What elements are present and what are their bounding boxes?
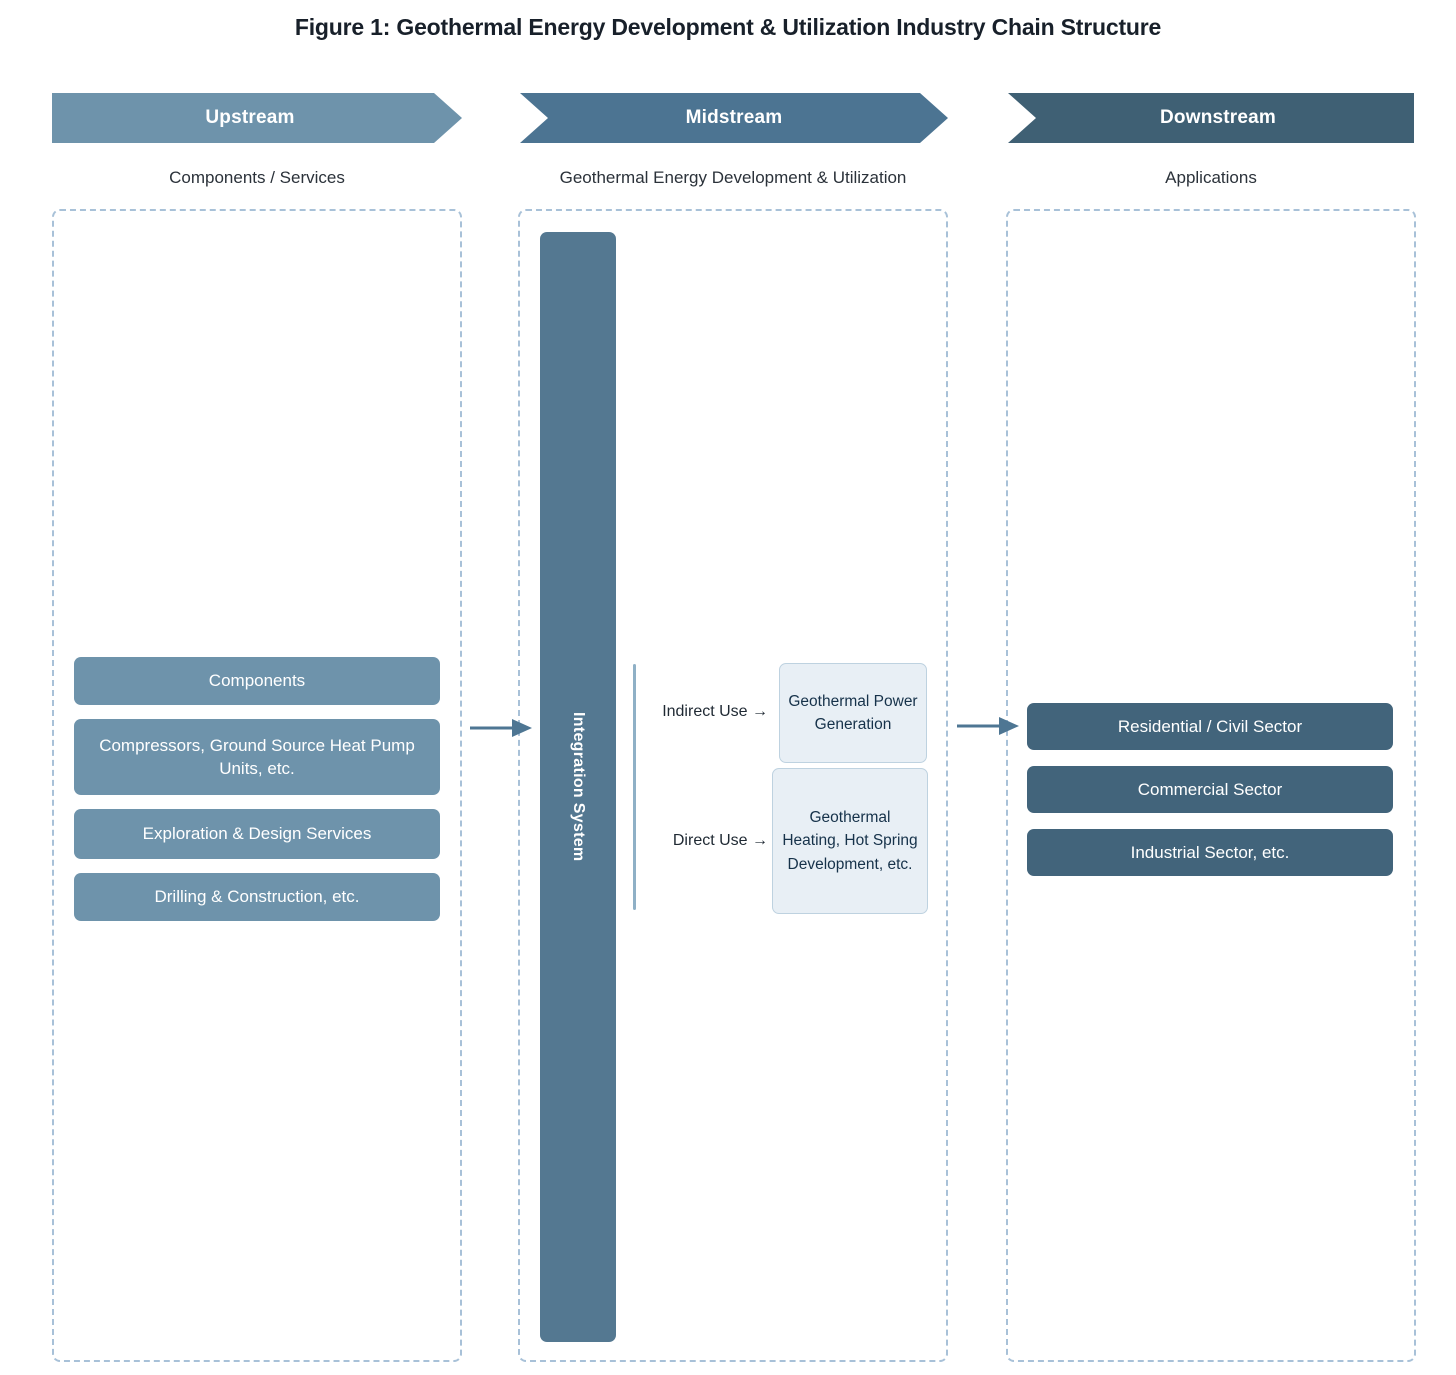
midstream-integration-system[interactable]: Integration System — [540, 232, 616, 1342]
figure-title: Figure 1: Geothermal Energy Development … — [294, 14, 1162, 40]
upstream-item-drilling-construction[interactable]: Drilling & Construction, etc. — [74, 873, 440, 921]
downstream-item-residential-civil[interactable]: Residential / Civil Sector — [1027, 703, 1393, 750]
downstream-item-commercial[interactable]: Commercial Sector — [1027, 766, 1393, 813]
midstream-branch-label-indirect: Indirect Use → — [662, 703, 768, 720]
midstream-card-heating-hot-spring[interactable]: Geothermal Heating, Hot Spring Developme… — [772, 768, 928, 914]
stage-banner-downstream: Downstream — [1008, 93, 1414, 143]
stage-banner-midstream: Midstream — [520, 93, 948, 143]
arrow-upstream-to-midstream-icon — [470, 715, 532, 741]
stage-container-upstream — [52, 209, 462, 1362]
upstream-item-compressors[interactable]: Compressors, Ground Source Heat Pump Uni… — [74, 719, 440, 795]
upstream-item-components[interactable]: Components — [74, 657, 440, 705]
stage-sublabel-midstream: Geothermal Energy Development & Utilizat… — [559, 168, 907, 187]
downstream-item-industrial[interactable]: Industrial Sector, etc. — [1027, 829, 1393, 876]
stage-banner-upstream: Upstream — [52, 93, 462, 143]
arrow-midstream-to-downstream-icon — [957, 713, 1019, 739]
stage-sublabel-downstream: Applications — [1165, 168, 1257, 187]
stage-container-midstream — [518, 209, 948, 1362]
upstream-item-exploration-design[interactable]: Exploration & Design Services — [74, 809, 440, 859]
stage-container-downstream — [1006, 209, 1416, 1362]
midstream-card-power-generation[interactable]: Geothermal Power Generation — [779, 663, 927, 763]
midstream-branch-label-direct: Direct Use → — [672, 832, 768, 849]
midstream-integration-system-label: Integration System — [569, 712, 587, 862]
stage-sublabel-upstream: Components / Services — [169, 168, 345, 187]
midstream-branch-connector — [633, 664, 636, 910]
